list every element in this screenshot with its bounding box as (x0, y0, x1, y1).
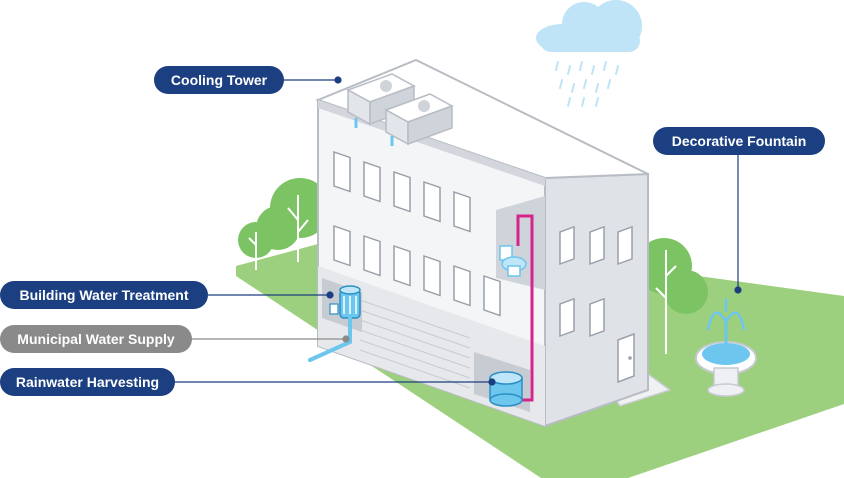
cloud-icon (536, 0, 642, 52)
callout-rainwater-harvesting: Rainwater Harvesting (0, 368, 175, 396)
toilet-icon (499, 245, 527, 277)
windows-upper (333, 150, 471, 233)
windows-side (559, 225, 633, 338)
leader-line-grey (192, 335, 350, 343)
cooling-tower-icon (346, 73, 454, 146)
windows-middle (333, 224, 501, 317)
water-treatment-tank-icon (329, 285, 361, 319)
building-side-face (544, 172, 649, 428)
door-icon (617, 332, 635, 384)
callout-building-water-treatment: Building Water Treatment (0, 281, 208, 309)
callout-cooling-tower: Cooling Tower (154, 66, 284, 94)
rainwater-tank-icon (489, 371, 523, 407)
tree-icon (636, 238, 708, 354)
leader-lines (175, 76, 742, 386)
reclaimed-water-pipe (516, 214, 534, 402)
rain-icon (555, 61, 619, 107)
callout-decorative-fountain: Decorative Fountain (653, 127, 825, 155)
callout-municipal-water-supply: Municipal Water Supply (0, 325, 192, 353)
municipal-supply-pipe (308, 316, 352, 362)
tree-icon (238, 222, 274, 270)
fountain-icon (695, 298, 757, 397)
